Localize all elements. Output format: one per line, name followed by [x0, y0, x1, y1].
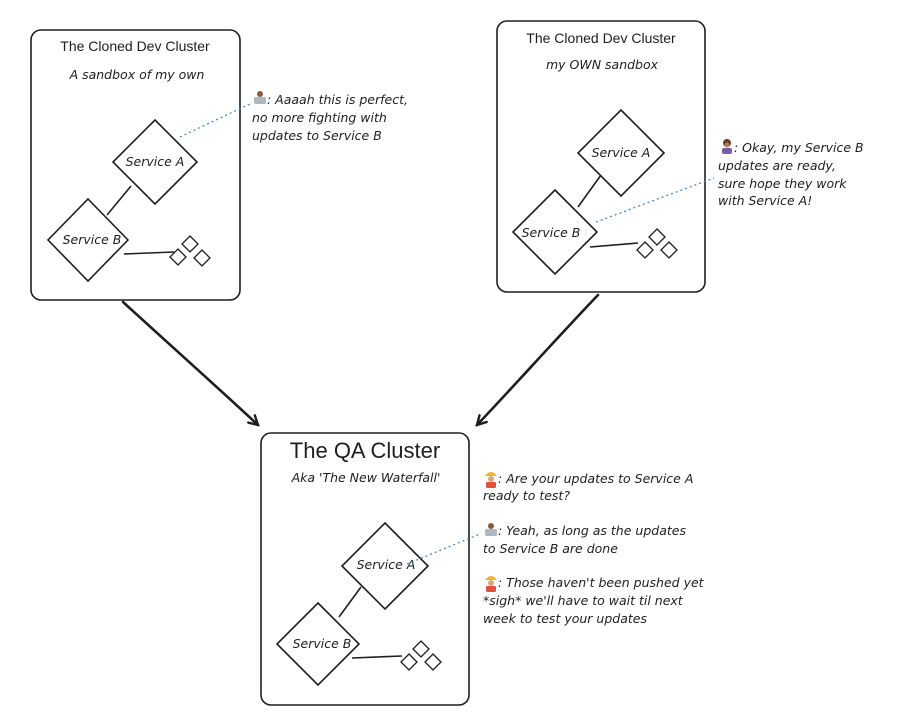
note-line: with Service A!	[718, 193, 812, 208]
cluster-subtitle: Aka 'The New Waterfall'	[291, 470, 441, 485]
construction-worker-icon	[485, 576, 497, 592]
service-a-label: Service A	[592, 145, 651, 160]
note-line: week to test your updates	[483, 611, 647, 626]
note-dev-b: : Okay, my Service B updates are ready, …	[718, 139, 864, 208]
note-line: : Yeah, as long as the updates	[498, 523, 686, 538]
note-line: : Those haven't been pushed yet	[498, 575, 705, 590]
cluster-title: The Cloned Dev Cluster	[60, 38, 210, 54]
callout-connector-dev-b	[595, 177, 715, 223]
service-b-dependency-link	[589, 242, 639, 248]
note-line: : Are your updates to Service A	[498, 471, 693, 486]
developer-at-laptop-icon	[254, 91, 266, 104]
service-b-label: Service B	[293, 636, 352, 651]
dev-cluster-right: The Cloned Dev Cluster my OWN sandbox Se…	[496, 20, 706, 293]
dev-cluster-left: The Cloned Dev Cluster A sandbox of my o…	[30, 29, 241, 301]
qa-cluster: The QA Cluster Aka 'The New Waterfall' S…	[260, 432, 470, 706]
note-line: : Aaaah this is perfect,	[267, 92, 408, 107]
pod-cluster-icon	[169, 235, 211, 267]
note-line: *sigh* we'll have to wait til next	[483, 593, 684, 608]
note-line: updates to Service B	[252, 128, 382, 143]
callout-connector-qa	[406, 533, 481, 565]
construction-worker-icon	[485, 472, 497, 488]
note-line: sure hope they work	[718, 176, 847, 191]
cluster-subtitle: my OWN sandbox	[546, 57, 659, 72]
service-a-node	[576, 108, 666, 198]
service-b-node	[275, 601, 361, 687]
service-b-dependency-link	[351, 655, 403, 659]
cluster-subtitle: A sandbox of my own	[69, 67, 205, 82]
service-link	[577, 174, 602, 208]
note-line: ready to test?	[483, 488, 570, 503]
service-a-label: Service A	[357, 557, 416, 572]
service-b-dependency-link	[123, 251, 175, 255]
service-a-node	[340, 521, 430, 611]
developer-at-laptop-icon	[485, 523, 497, 536]
note-dev-a: : Aaaah this is perfect, no more fightin…	[252, 91, 408, 143]
service-a-node	[111, 118, 199, 206]
service-a-label: Service A	[126, 154, 185, 169]
note-line: to Service B are done	[483, 541, 618, 556]
service-b-label: Service B	[522, 225, 581, 240]
service-link	[338, 586, 362, 618]
arrow-dev-a-to-qa	[121, 300, 258, 425]
service-b-label: Service B	[63, 232, 122, 247]
arrow-dev-b-to-qa	[477, 293, 600, 425]
note-line: updates are ready,	[718, 158, 836, 173]
cluster-title: The Cloned Dev Cluster	[526, 30, 676, 46]
note-qa-question: : Are your updates to Service A ready to…	[483, 471, 693, 503]
service-b-node	[46, 197, 130, 283]
note-line: : Okay, my Service B	[734, 140, 864, 155]
note-qa-reply: : Those haven't been pushed yet *sigh* w…	[483, 575, 705, 626]
pod-cluster-icon	[636, 228, 678, 259]
callout-connector-dev-a	[179, 102, 253, 138]
woman-developer-icon	[722, 139, 732, 154]
note-line: no more fighting with	[252, 110, 387, 125]
pod-cluster-icon	[400, 640, 442, 671]
note-qa-answer: : Yeah, as long as the updates to Servic…	[483, 523, 686, 556]
cluster-title: The QA Cluster	[290, 438, 440, 463]
service-link	[106, 185, 132, 216]
service-b-node	[511, 188, 599, 276]
